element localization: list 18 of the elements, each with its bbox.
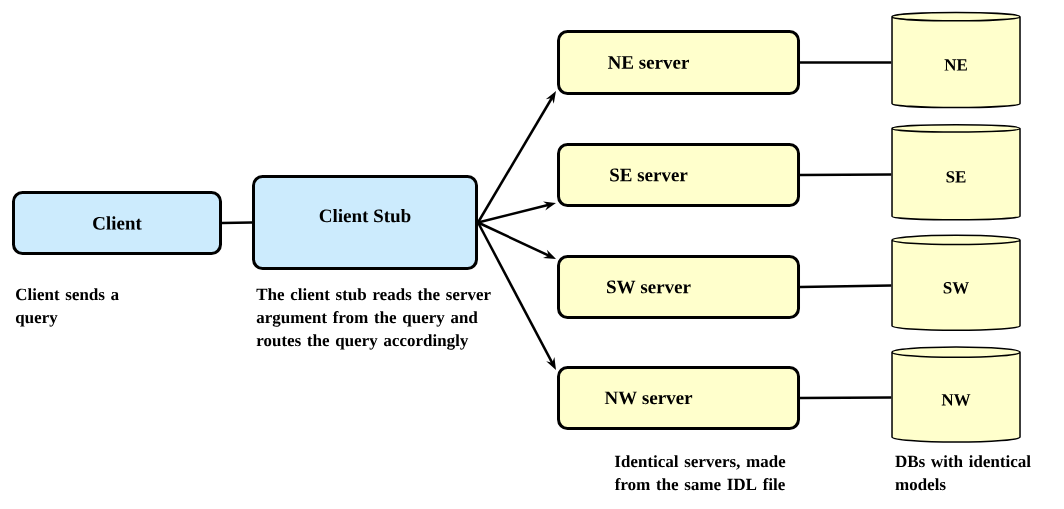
connector-line xyxy=(222,221,253,225)
note-text: Identical servers, made from the same IDL file xyxy=(614,455,786,491)
caption-text: Client sends a query xyxy=(15,288,119,327)
connector-line xyxy=(800,61,892,64)
client-box: Client xyxy=(12,191,222,255)
caption-text: The client stub reads the server argument from the query and routes the query accordingly xyxy=(256,288,491,350)
connector-line xyxy=(800,173,892,177)
server-box: SE server xyxy=(557,143,800,207)
connector-line xyxy=(800,284,892,289)
server-box: SW server xyxy=(557,255,800,319)
server-box: NE server xyxy=(557,30,800,95)
database-cylinder: SW xyxy=(891,234,1021,332)
database-cylinder: NW xyxy=(891,346,1021,443)
server-box: NW server xyxy=(557,366,800,430)
database-cylinder: NE xyxy=(891,11,1021,109)
connector-line xyxy=(800,396,892,400)
database-cylinder: SE xyxy=(891,124,1021,221)
client-box: Client Stub xyxy=(252,175,478,270)
